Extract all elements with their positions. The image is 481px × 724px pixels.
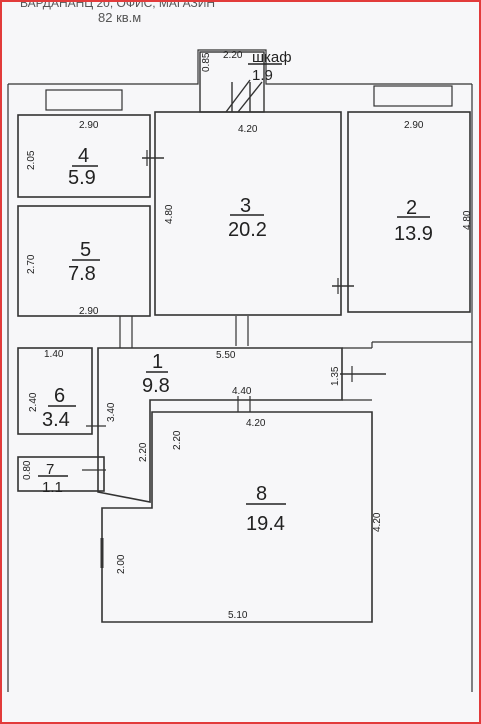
dim-closet-w: 2.20 xyxy=(223,50,243,61)
total-area-caption: 82 кв.м xyxy=(98,10,142,25)
room-7-outline xyxy=(17,456,105,492)
dim-r4-h: 2.05 xyxy=(26,150,37,170)
dim-r1-w: 5.50 xyxy=(216,350,236,361)
room-3-outline xyxy=(154,111,342,316)
room-5-area: 7.8 xyxy=(68,263,96,285)
dim-r1-left: 3.40 xyxy=(106,402,117,422)
window-top-right xyxy=(373,85,453,107)
dim-r2-h: 4.80 xyxy=(462,210,473,230)
room-8-number: 8 xyxy=(256,483,267,505)
dim-r8-right: 4.20 xyxy=(372,512,383,532)
room-3-area: 20.2 xyxy=(228,219,267,241)
dim-r2-w: 2.90 xyxy=(404,120,424,131)
closet-area: 1.9 xyxy=(252,67,273,84)
room-6-number: 6 xyxy=(54,385,65,407)
dim-r8-bottom: 5.10 xyxy=(228,610,248,621)
room-8-area: 19.4 xyxy=(246,513,285,535)
room-5-number: 5 xyxy=(80,239,91,261)
room-2-outline xyxy=(347,111,471,313)
room-6-outline xyxy=(17,347,93,435)
dim-closet-h: 0.85 xyxy=(201,52,212,72)
room-2-area: 13.9 xyxy=(394,223,433,245)
dim-r3-w: 4.20 xyxy=(238,124,258,135)
room-7-area: 1.1 xyxy=(42,479,63,496)
dim-r5-w: 2.90 xyxy=(79,306,99,317)
dim-r6-h: 2.40 xyxy=(28,392,39,412)
dim-corr-a: 2.20 xyxy=(172,430,183,450)
dim-r4-w: 2.90 xyxy=(79,120,99,131)
dim-r8-left: 2.00 xyxy=(116,554,127,574)
window-top-left xyxy=(45,89,123,111)
room-7-number: 7 xyxy=(46,461,54,478)
room-1-area: 9.8 xyxy=(142,375,170,397)
exterior-wall-top xyxy=(8,49,472,85)
room-6-area: 3.4 xyxy=(42,409,70,431)
dim-r1-inner: 4.40 xyxy=(232,386,252,397)
dim-corr-b: 2.20 xyxy=(138,442,149,462)
closet-hatch-1 xyxy=(225,79,251,113)
room-8-outline xyxy=(101,411,373,623)
room-1-number: 1 xyxy=(152,351,163,373)
room-3-number: 3 xyxy=(240,195,251,217)
room-4-number: 4 xyxy=(78,145,89,167)
dim-r3-h: 4.80 xyxy=(164,204,175,224)
dim-r1-h: 1.35 xyxy=(330,366,341,386)
room-4-area: 5.9 xyxy=(68,167,96,189)
dim-r5-h: 2.70 xyxy=(26,254,37,274)
address-caption: ВАРДАНАНЦ 20, ОФИС, МАГАЗИН xyxy=(20,0,216,10)
room-5-outline xyxy=(17,205,151,317)
dim-r8-top: 4.20 xyxy=(246,418,266,429)
room-4-outline xyxy=(17,114,151,198)
room-2-number: 2 xyxy=(406,197,417,219)
room-1-outline xyxy=(97,347,343,503)
closet-name: шкаф xyxy=(252,49,292,66)
dim-r7-h: 0.80 xyxy=(22,460,33,480)
dim-r6-w: 1.40 xyxy=(44,349,64,360)
